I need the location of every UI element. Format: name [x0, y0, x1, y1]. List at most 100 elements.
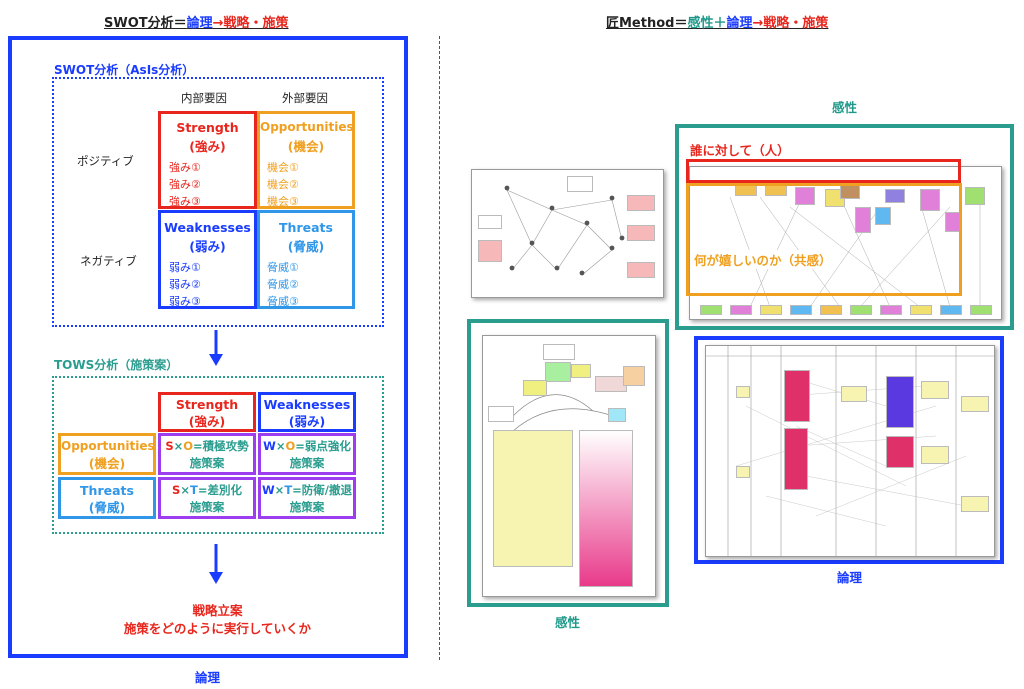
note [478, 215, 502, 229]
wt-x: × [274, 483, 285, 497]
note [970, 305, 992, 315]
note [493, 430, 573, 567]
kansei-top-label: 感性 [832, 100, 858, 115]
internal-factors-label: 内部要因 [181, 91, 227, 105]
note [855, 207, 871, 233]
tows-threats-sub: (脅威) [88, 500, 126, 515]
tows-title: TOWS分析（施策案） [54, 358, 179, 372]
right-title-part-2: 感性 [687, 16, 714, 31]
kansei-document-frame [467, 319, 669, 607]
tows-threats-head: Threats [80, 483, 134, 498]
strategy-subtitle: 施策をどのように実行していくか [123, 621, 312, 636]
swot-weakness-item: 弱み③ [169, 295, 201, 308]
external-factors-label: 外部要因 [282, 91, 328, 105]
who-highlight-box [686, 159, 961, 183]
logic-frame [8, 36, 408, 658]
wo-x: × [275, 439, 286, 453]
note [841, 386, 867, 402]
left-title-part-3: →戦略・施策 [212, 16, 289, 31]
tows-st-sub: 施策案 [189, 500, 225, 514]
tows-so-label: S×O=積極攻勢 [161, 438, 253, 455]
note [736, 466, 750, 478]
note [545, 362, 571, 382]
note [820, 305, 842, 315]
swot-threats-head: Threats [279, 220, 333, 235]
tows-threats-box: Threats (脅威) [58, 477, 156, 519]
positive-label: ポジティブ [77, 154, 134, 168]
tows-weaknesses-sub: (弱み) [288, 414, 326, 429]
tows-st-box: S×T=差別化 施策案 [158, 477, 256, 519]
tows-strength-head: Strength [175, 397, 239, 412]
note [736, 386, 750, 398]
right-title-part-3: ＋ [713, 16, 727, 31]
note [571, 364, 591, 378]
swot-strength-sub: (強み) [189, 139, 226, 154]
tows-so-box: S×O=積極攻勢 施策案 [158, 433, 256, 475]
note [920, 189, 940, 211]
logic-table-lines [706, 346, 994, 556]
swot-title: SWOT分析（AsIs分析） [54, 63, 195, 77]
kansei-bottom-label: 感性 [555, 615, 581, 630]
wo-o: O [285, 439, 296, 453]
note [784, 428, 808, 490]
note [961, 396, 989, 412]
swot-threat-item: 脅威② [267, 278, 299, 291]
so-s: S [165, 439, 174, 453]
who-label: 誰に対して（人） [690, 140, 790, 159]
right-title-part-5: →戦略・施策 [752, 16, 829, 31]
logic-table-thumbnail [705, 345, 995, 557]
note [543, 344, 575, 360]
wo-w: W [263, 439, 276, 453]
swot-opportunities-sub: (機会) [287, 139, 325, 154]
right-title-part-4: 論理 [726, 16, 753, 31]
note [478, 240, 502, 262]
tows-weaknesses-head: Weaknesses [263, 397, 351, 412]
tows-opportunities-head: Opportunities [61, 439, 155, 453]
swot-strength-head: Strength [176, 120, 239, 135]
note [886, 436, 914, 468]
swot-threats-box: Threats (脅威) 脅威① 脅威② 脅威③ [257, 210, 355, 309]
note [961, 496, 989, 512]
wt-rest: =防衛/撤退 [292, 483, 353, 497]
what-label: 何が嬉しいのか（共感） [694, 250, 832, 269]
tows-weaknesses-box: Weaknesses (弱み) [258, 392, 356, 432]
so-o: O [183, 439, 194, 453]
tows-wt-sub: 施策案 [289, 500, 325, 514]
right-title-part-1: 匠Method＝ [606, 16, 688, 31]
note [623, 366, 645, 386]
negative-label: ネガティブ [80, 254, 137, 268]
swot-weakness-item: 弱み② [169, 278, 201, 291]
center-divider [439, 36, 440, 660]
swot-threat-item: 脅威③ [267, 295, 299, 308]
tows-st-label: S×T=差別化 [161, 482, 253, 499]
left-title: SWOT分析＝論理→戦略・施策 [104, 12, 289, 31]
so-x: × [173, 439, 184, 453]
note [875, 207, 891, 225]
swot-threats-sub: (脅威) [287, 239, 325, 254]
st-x: × [180, 483, 190, 497]
left-title-part-2: 論理 [186, 16, 213, 31]
so-rest: =積極攻勢 [193, 439, 249, 453]
tows-so-sub: 施策案 [189, 456, 225, 470]
note [910, 305, 932, 315]
tows-opportunities-box: Opportunities (機会) [58, 433, 156, 475]
note [886, 376, 914, 428]
logic-footer-label: 論理 [195, 670, 221, 685]
st-rest: =差別化 [197, 483, 242, 497]
network-diagram-thumbnail [471, 169, 664, 298]
tows-wt-box: W×T=防衛/撤退 施策案 [258, 477, 356, 519]
note [523, 380, 547, 396]
right-title: 匠Method＝感性＋論理→戦略・施策 [606, 12, 828, 31]
swot-weaknesses-sub: (弱み) [189, 239, 226, 254]
note [921, 446, 949, 464]
note [795, 187, 815, 205]
st-s: S [172, 483, 181, 497]
swot-frame [52, 77, 384, 327]
note [885, 189, 905, 203]
note [608, 408, 626, 422]
note [784, 370, 810, 422]
tows-opportunities-sub: (機会) [88, 456, 126, 471]
tows-strength-sub: (強み) [188, 414, 226, 429]
note [579, 430, 633, 587]
swot-opportunity-item: 機会① [267, 161, 299, 174]
